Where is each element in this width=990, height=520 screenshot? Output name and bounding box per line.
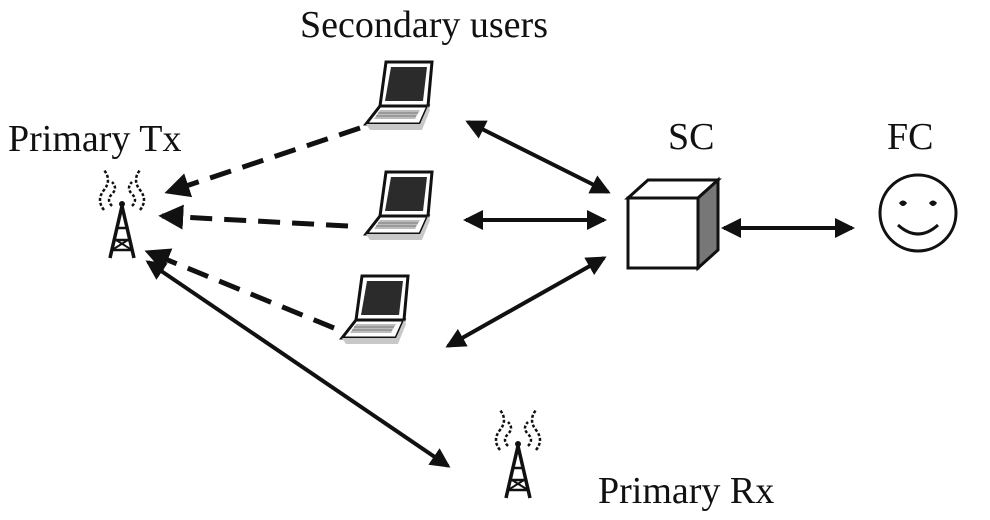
primary-tx-tower-icon [98, 168, 146, 260]
secondary-users-label: Secondary users [300, 4, 548, 46]
primary-rx-label: Primary Rx [598, 470, 775, 512]
sensing-arrow-1 [164, 125, 361, 198]
primary-tx-label: Primary Tx [8, 118, 182, 160]
primary-rx-tower-icon [494, 408, 542, 500]
sc-label: SC [668, 116, 715, 158]
sc-cube-icon [624, 176, 722, 272]
secondary-user-3-laptop-icon [340, 274, 410, 346]
sensing-arrow-2 [158, 204, 349, 230]
sensing-arrow-3 [144, 248, 335, 331]
secondary-user-1-laptop-icon [364, 60, 434, 132]
su1-sc-link [465, 120, 611, 194]
fc-label: FC [887, 116, 934, 158]
fc-smiley-icon [878, 173, 958, 253]
tx-rx-link [145, 260, 451, 468]
su3-sc-link [445, 256, 607, 348]
secondary-user-2-laptop-icon [364, 170, 434, 242]
